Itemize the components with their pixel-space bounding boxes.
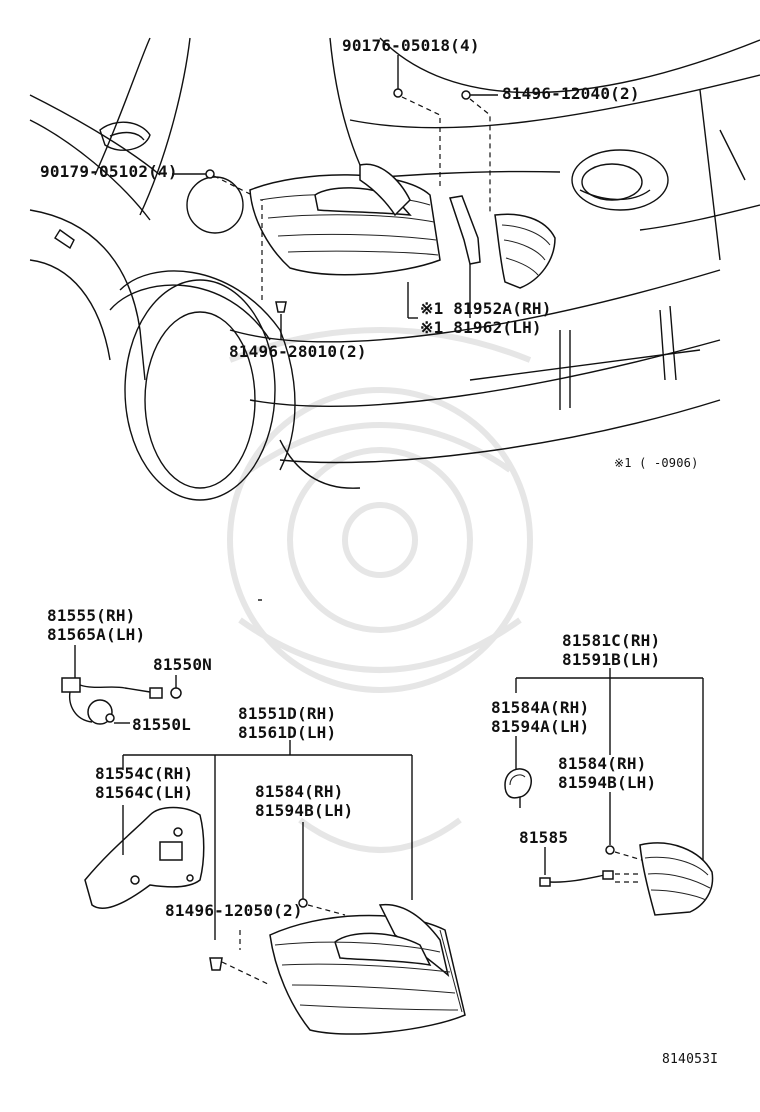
- callout-gasket-b-lh: 81594B(LH): [558, 773, 657, 792]
- callout-cover-rh: 81554C(RH): [95, 764, 194, 783]
- figure-code: 814053I: [662, 1052, 719, 1067]
- lower-right-bracket: [515, 668, 704, 875]
- socket-and-bulbs: [61, 645, 182, 725]
- callout-back-lamp-lh: 81591B(LH): [562, 650, 661, 669]
- lower-back-lamp: [639, 842, 714, 916]
- car-body-illustration: [29, 37, 760, 501]
- upper-leaders: [172, 55, 498, 340]
- lower-right-fastener: [605, 845, 643, 861]
- callout-socket-lh: 81565A(LH): [47, 625, 146, 644]
- callout-socket-rh: 81555(RH): [47, 606, 136, 625]
- footnote-serial-range: ※1 ( -0906): [614, 456, 699, 470]
- lamp-bracket: [449, 195, 481, 265]
- callout-nut-top: 90176-05018(4): [342, 36, 480, 55]
- upper-tail-lamp: [249, 163, 441, 276]
- lower-left-fasteners: [209, 898, 346, 986]
- callout-wire: 81585: [519, 828, 569, 847]
- callout-bulb-n: 81550N: [153, 655, 212, 674]
- callout-gasket-rh: 81584(RH): [255, 782, 344, 801]
- callout-clip-bottom: 81496-28010(2): [229, 342, 367, 361]
- callout-clip-top-right: 81496-12040(2): [502, 84, 640, 103]
- lower-right-wire: [539, 870, 640, 887]
- lower-right-gasket: [504, 768, 532, 808]
- callout-gasket-a-rh: 81584A(RH): [491, 698, 590, 717]
- callout-gasket-b-rh: 81584(RH): [558, 754, 647, 773]
- cover-plate: [84, 805, 205, 909]
- callout-gasket-lh: 81594B(LH): [255, 801, 354, 820]
- callout-back-lamp-rh: 81581C(RH): [562, 631, 661, 650]
- callout-bulb-l: 81550L: [132, 715, 191, 734]
- callout-gasket-a-lh: 81594A(LH): [491, 717, 590, 736]
- lower-left-bracket: [122, 740, 413, 940]
- watermark-emblem: [227, 327, 533, 853]
- callout-lower-lamp-rh: 81551D(RH): [238, 704, 337, 723]
- callout-upper-lamp-lh: ※1 81962(LH): [420, 318, 542, 337]
- lower-tail-lamp: [269, 904, 466, 1035]
- upper-back-lamp: [494, 213, 556, 289]
- callout-lower-clip: 81496-12050(2): [165, 901, 303, 920]
- callout-lower-lamp-lh: 81561D(LH): [238, 723, 337, 742]
- callout-nut-left: 90179-05102(4): [40, 162, 178, 181]
- callout-upper-lamp-rh: ※1 81952A(RH): [420, 299, 552, 318]
- callout-cover-lh: 81564C(LH): [95, 783, 194, 802]
